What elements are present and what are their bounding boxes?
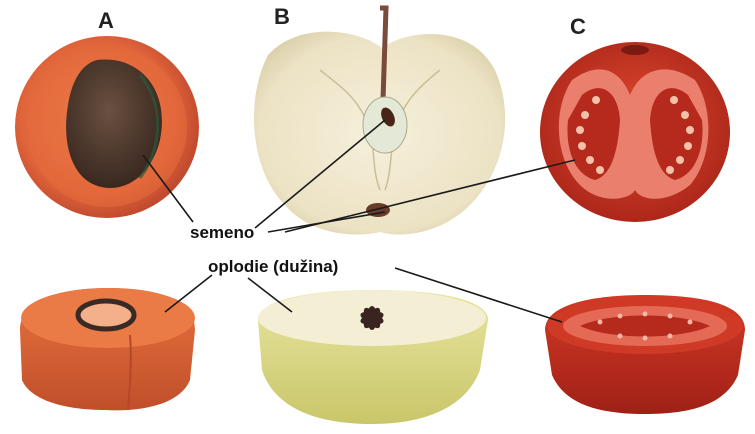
tomato-half-bottom [545, 295, 745, 414]
tomato-half-top [540, 42, 730, 222]
apricot-half-top [15, 36, 199, 218]
apricot-half-bottom [20, 288, 195, 410]
pericarp-line-apricot [165, 275, 212, 312]
letter-a: A [98, 8, 114, 33]
label-seed: semeno [190, 223, 254, 242]
letter-c: C [570, 14, 586, 39]
apple-half-top [254, 8, 505, 235]
letter-b: B [274, 4, 290, 29]
label-pericarp: oplodie (dužina) [208, 257, 338, 276]
apple-half-bottom [258, 290, 488, 424]
